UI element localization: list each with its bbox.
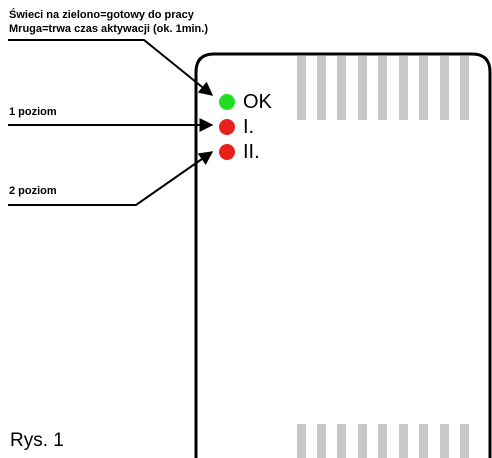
vent-slot bbox=[297, 424, 306, 458]
ok-callout-arrow bbox=[8, 39, 214, 96]
level1-annotation: 1 poziom bbox=[9, 106, 57, 118]
led-level1-label: I. bbox=[243, 116, 255, 138]
bottom-vent-slots bbox=[297, 424, 469, 458]
vent-slot bbox=[460, 56, 469, 120]
level2-annotation: 2 poziom bbox=[9, 185, 57, 197]
vent-slot bbox=[419, 56, 428, 120]
figure-caption: Rys. 1 bbox=[10, 430, 64, 451]
led-ok-indicator bbox=[219, 94, 235, 110]
led-level2-label: II. bbox=[243, 141, 260, 163]
vent-slot bbox=[460, 424, 469, 458]
vent-slot bbox=[358, 56, 367, 120]
device-housing bbox=[194, 52, 492, 458]
vent-slot bbox=[419, 424, 428, 458]
vent-slot bbox=[317, 424, 326, 458]
vent-slot bbox=[378, 56, 387, 120]
led-level1-indicator bbox=[219, 119, 235, 135]
vent-slot bbox=[337, 424, 346, 458]
top-vent-slots bbox=[297, 56, 469, 120]
led-level2-indicator bbox=[219, 144, 235, 160]
vent-slot bbox=[358, 424, 367, 458]
vent-slot bbox=[297, 56, 306, 120]
level2-callout-arrow bbox=[8, 151, 214, 206]
vent-slot bbox=[378, 424, 387, 458]
vent-slot bbox=[399, 424, 408, 458]
ok-annotation-line1: Świeci na zielono=gotowy do pracy bbox=[9, 9, 194, 21]
ok-annotation-line2: Mruga=trwa czas aktywacji (ok. 1min.) bbox=[9, 23, 208, 35]
vent-slot bbox=[317, 56, 326, 120]
vent-slot bbox=[440, 56, 449, 120]
led-ok-label: OK bbox=[243, 91, 272, 113]
vent-slot bbox=[440, 424, 449, 458]
vent-slot bbox=[399, 56, 408, 120]
vent-slot bbox=[337, 56, 346, 120]
